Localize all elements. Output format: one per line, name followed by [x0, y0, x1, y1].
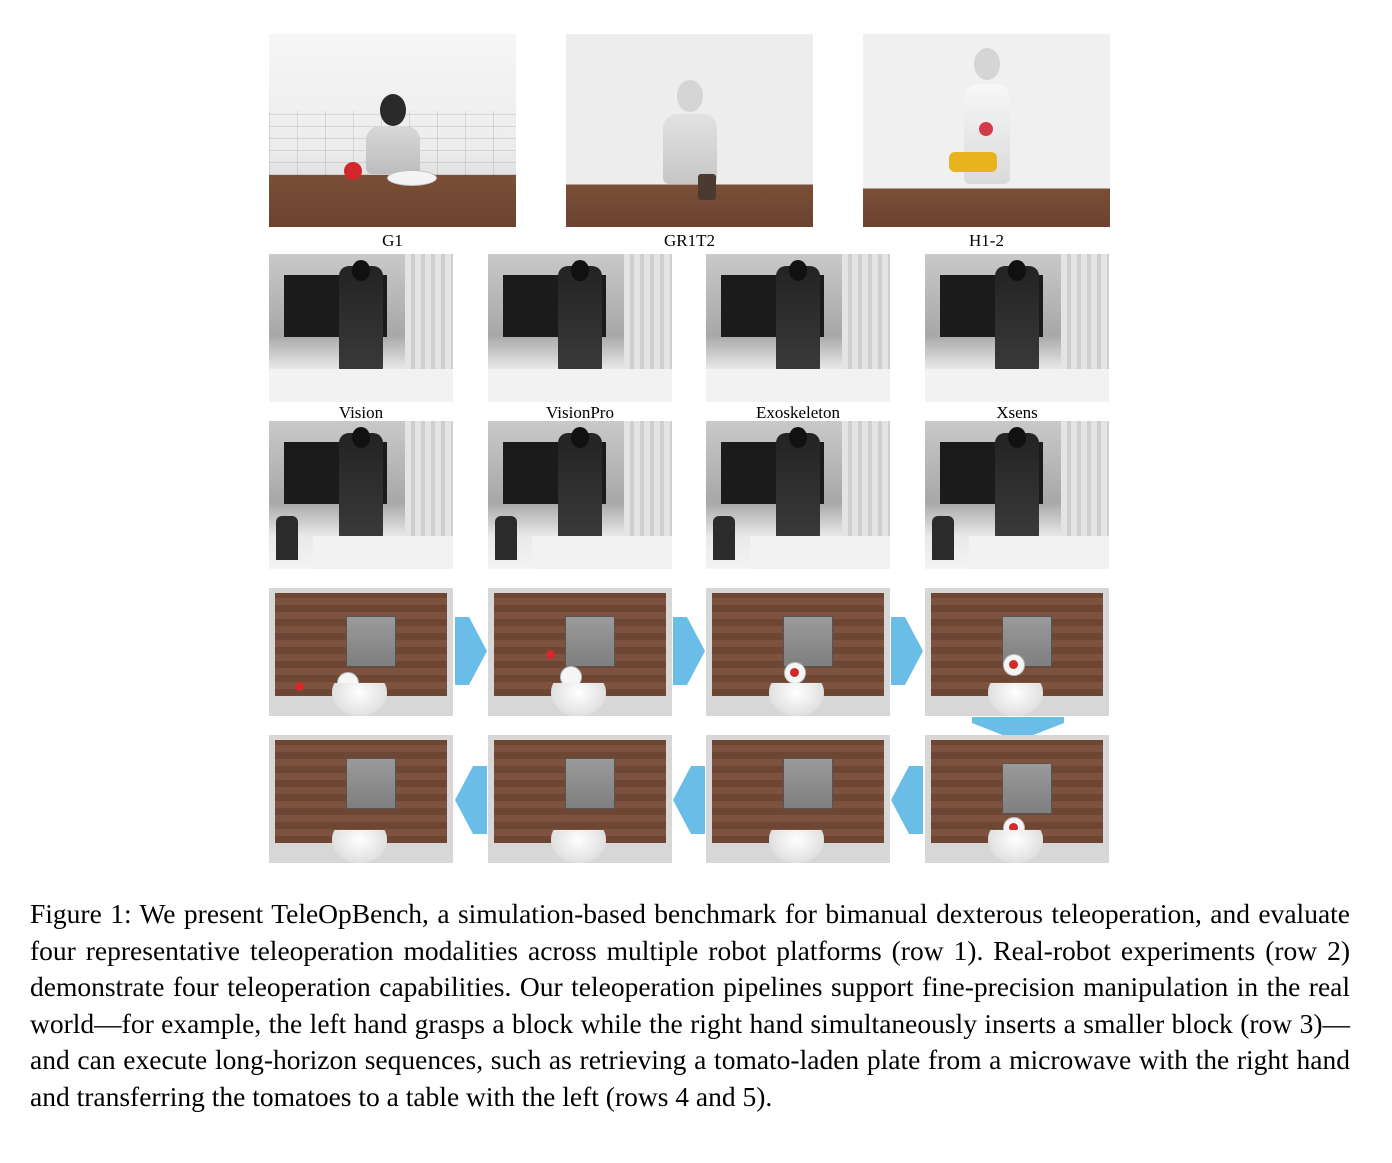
longhorizon-step-2 [488, 588, 672, 716]
longhorizon-step-5 [925, 735, 1109, 863]
longhorizon-step-1 [269, 588, 453, 716]
longhorizon-step-3 [706, 588, 890, 716]
modality-label-exoskeleton: Exoskeleton [755, 403, 841, 422]
precision-image-4 [925, 421, 1109, 569]
longhorizon-step-7 [488, 735, 672, 863]
modality-label-visionpro: VisionPro [546, 403, 614, 422]
real-image-xsens [925, 254, 1109, 402]
precision-image-3 [706, 421, 890, 569]
robot-head-icon [379, 94, 406, 126]
sim-image-h1-2 [863, 34, 1110, 227]
longhorizon-step-8 [269, 735, 453, 863]
longhorizon-step-4 [925, 588, 1109, 716]
robot-head-icon [973, 48, 1000, 80]
arrow-down-icon [972, 717, 1064, 741]
sim-image-gr1t2 [566, 34, 813, 227]
sim-image-g1 [269, 34, 516, 227]
arrow-right-icon [891, 617, 923, 685]
platform-label-h1-2: H1-2 [969, 231, 1004, 250]
arrow-left-icon [673, 766, 705, 834]
arrow-left-icon [455, 766, 487, 834]
precision-image-1 [269, 421, 453, 569]
precision-image-2 [488, 421, 672, 569]
arrow-right-icon [673, 617, 705, 685]
arrow-right-icon [455, 617, 487, 685]
real-image-visionpro [488, 254, 672, 402]
modality-label-vision: Vision [338, 403, 384, 422]
real-image-vision [269, 254, 453, 402]
modality-label-xsens: Xsens [996, 403, 1038, 422]
figure-caption: Figure 1: We present TeleOpBench, a simu… [30, 898, 1350, 1112]
platform-label-g1: G1 [382, 231, 403, 250]
real-image-exoskeleton [706, 254, 890, 402]
longhorizon-step-6 [706, 735, 890, 863]
platform-label-gr1t2: GR1T2 [664, 231, 715, 250]
robot-head-icon [676, 80, 703, 112]
arrow-left-icon [891, 766, 923, 834]
